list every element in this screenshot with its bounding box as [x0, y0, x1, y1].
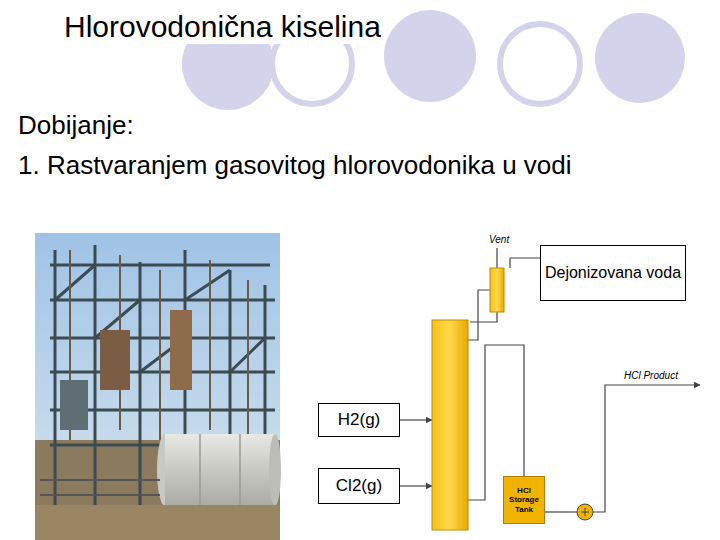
absorber-top — [490, 268, 504, 312]
plant-photo — [35, 233, 281, 540]
pump-mark — [581, 508, 589, 516]
node-text: Cl2(g) — [336, 476, 382, 496]
section-heading: Dobijanje: — [18, 110, 134, 141]
gas-box: Cl2(g) — [318, 468, 400, 504]
absorption-column — [432, 320, 468, 530]
node-text: H2(g) — [338, 410, 381, 430]
node-text: Dejonizovana voda — [545, 263, 681, 282]
method-text: 1. Rastvaranjem gasovitog hlorovodonika … — [18, 150, 572, 181]
node-text: HCl Storage Tank — [507, 486, 541, 515]
slide-title: Hlorovodonična kiselina — [60, 10, 385, 44]
gas-box: H2(g) — [318, 403, 400, 437]
input-box: Dejonizovana voda — [540, 245, 686, 301]
pump-symbol — [577, 504, 593, 520]
storage-tank: HCl Storage Tank — [503, 476, 545, 524]
vent-label: Vent — [489, 234, 509, 245]
product-label: HCl Product — [624, 370, 678, 381]
